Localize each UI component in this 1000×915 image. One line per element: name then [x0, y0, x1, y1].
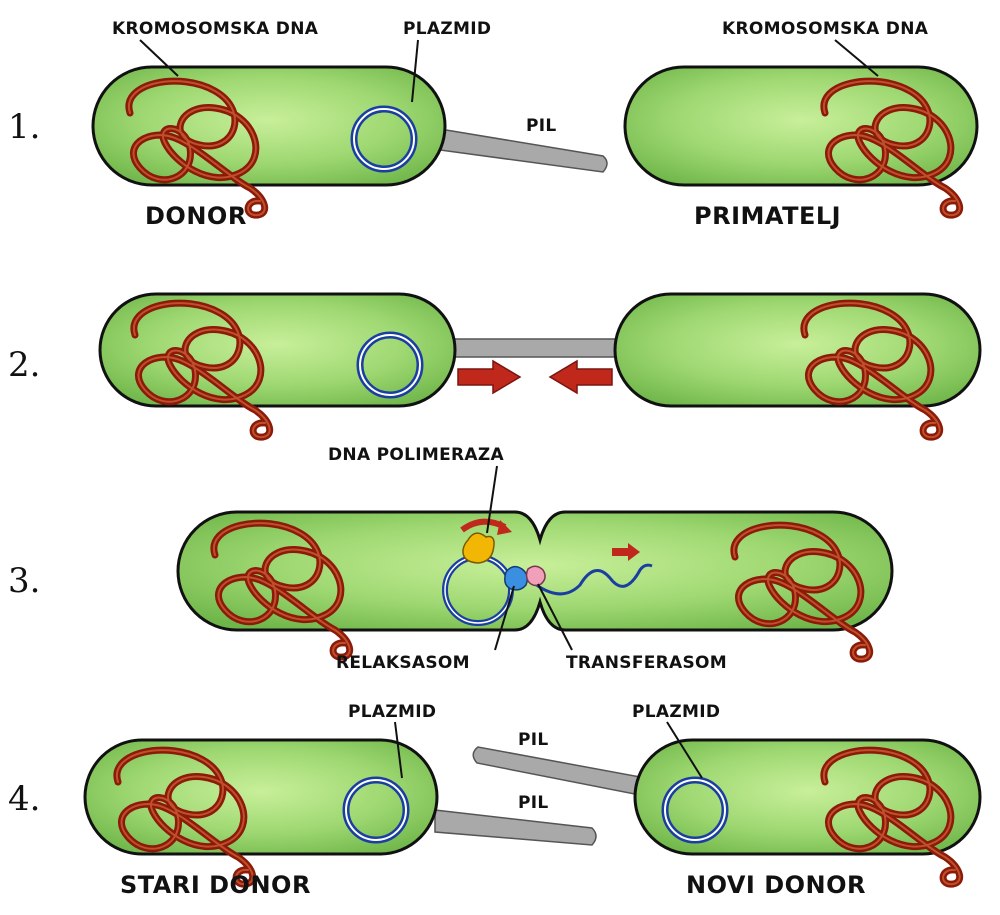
pilus-step4-top	[472, 746, 641, 796]
arrow-left-icon	[548, 359, 613, 395]
label-old-donor: STARI DONOR	[120, 871, 311, 899]
leader-line	[411, 39, 419, 103]
leader-line	[666, 721, 703, 779]
recipient-cell-step2	[613, 292, 982, 408]
label-recipient: PRIMATELJ	[694, 202, 841, 230]
transfer-arrow-icon	[612, 543, 640, 561]
label-pilus-step4-bottom: PIL	[518, 793, 549, 813]
step-number-2: 2.	[8, 345, 40, 385]
label-new-donor: NOVI DONOR	[686, 871, 866, 899]
arrow-right-icon	[457, 359, 522, 395]
transferasome-icon	[525, 565, 546, 587]
transferred-dna-strand	[529, 563, 653, 596]
label-donor: DONOR	[145, 202, 247, 230]
leader-line	[834, 39, 879, 77]
label-plasmid-step1: PLAZMID	[403, 19, 491, 39]
label-pilus-step4-top: PIL	[518, 730, 549, 750]
label-chromosomal-dna-right: KROMOSOMSKA DNA	[722, 19, 929, 39]
dna-polymerase-icon	[462, 532, 495, 564]
step-number-1: 1.	[8, 107, 40, 147]
label-dna-polymerase: DNA POLIMERAZA	[328, 445, 504, 465]
row-2	[98, 292, 982, 437]
label-plasmid-step4-left: PLAZMID	[348, 702, 436, 722]
relaxosome-icon	[504, 565, 529, 591]
leader-line	[394, 721, 403, 779]
polymerase-arrow-head	[497, 520, 512, 535]
pilus-step2	[444, 338, 626, 358]
pilus-step4-bottom	[434, 809, 597, 846]
label-chromosomal-dna-left: KROMOSOMSKA DNA	[112, 19, 319, 39]
pilus-step1	[439, 128, 608, 173]
leader-line	[537, 583, 573, 651]
row-3: DNA POLIMERAZA RELAKSASOM TRANSFERASOM	[176, 445, 894, 673]
recipient-cell-step1	[623, 65, 979, 187]
leader-line	[494, 585, 515, 651]
leader-line	[139, 39, 179, 77]
leader-line	[486, 465, 498, 534]
label-plasmid-step4-right: PLAZMID	[632, 702, 720, 722]
row-4: PLAZMID PLAZMID PIL PIL STARI DONOR NOVI…	[83, 702, 982, 899]
label-pilus-step1: PIL	[526, 116, 557, 136]
row-1: KROMOSOMSKA DNA PLAZMID KROMOSOMSKA DNA …	[91, 19, 979, 230]
label-relaxosome: RELAKSASOM	[336, 653, 470, 673]
step-number-4: 4.	[8, 779, 40, 819]
label-transferasome: TRANSFERASOM	[566, 653, 727, 673]
step-number-3: 3.	[8, 561, 40, 601]
